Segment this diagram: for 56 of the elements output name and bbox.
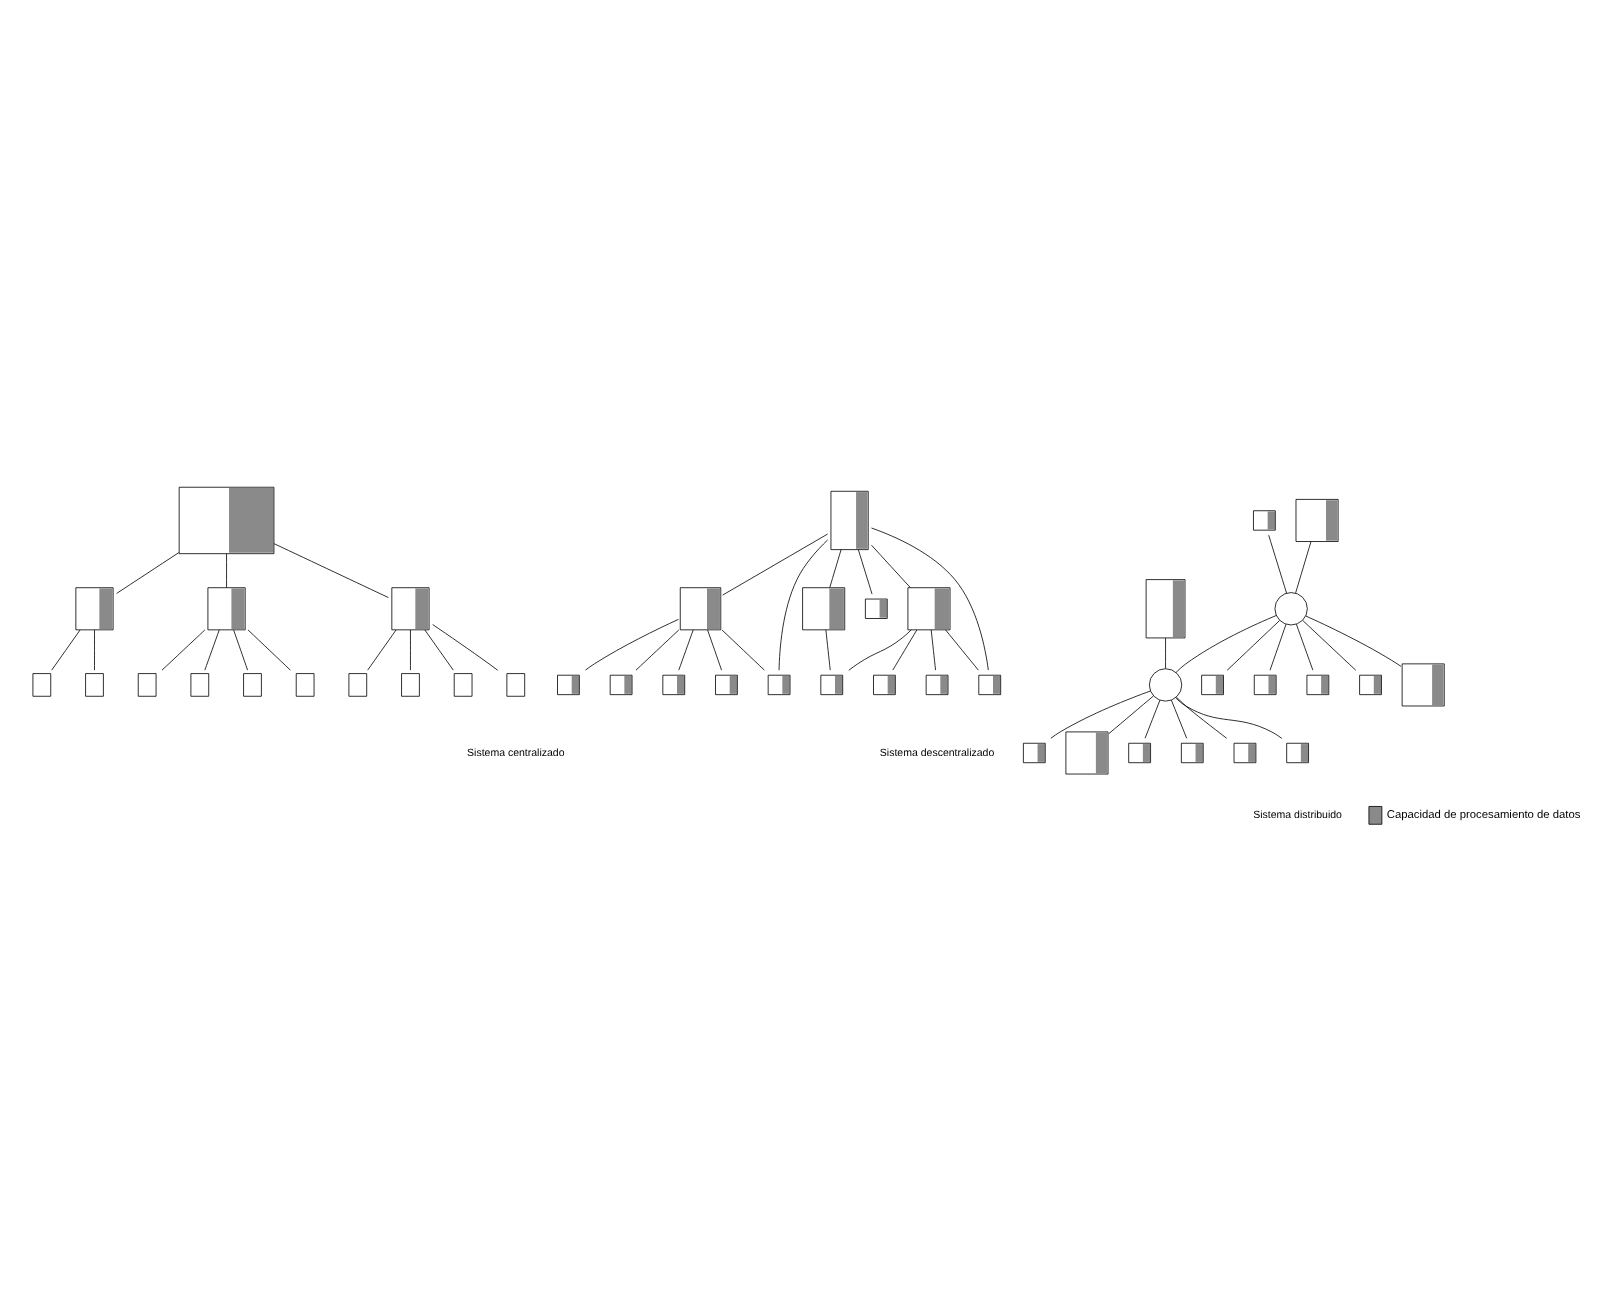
connector — [585, 617, 679, 670]
connector — [892, 628, 918, 670]
connector — [930, 628, 936, 670]
connector — [1170, 698, 1188, 738]
connector — [1305, 614, 1402, 666]
connector — [857, 548, 873, 594]
connector — [848, 628, 912, 670]
connector — [1295, 540, 1312, 593]
connector — [161, 628, 206, 670]
connector — [204, 628, 220, 670]
connector — [721, 628, 765, 670]
connector — [871, 526, 989, 670]
node-box — [453, 672, 473, 696]
connector — [778, 538, 829, 670]
connector — [1176, 695, 1228, 738]
connector — [51, 628, 81, 670]
node-box — [506, 672, 526, 696]
connector — [367, 628, 397, 670]
node-box — [190, 672, 210, 696]
connector — [1175, 614, 1277, 672]
connector — [722, 532, 828, 595]
connector — [1050, 689, 1151, 738]
connector — [432, 623, 499, 670]
connector — [1226, 619, 1280, 670]
node-circle — [1148, 667, 1183, 701]
connector — [1296, 622, 1314, 670]
connector — [871, 543, 911, 588]
connector — [1108, 694, 1154, 733]
connector — [273, 542, 389, 597]
connector — [233, 628, 249, 670]
node-box — [85, 672, 104, 696]
connector — [635, 628, 680, 670]
connector — [707, 628, 722, 670]
connector — [1175, 696, 1283, 738]
connector — [1302, 619, 1357, 670]
connector — [825, 628, 831, 670]
connector — [410, 628, 411, 670]
node-box — [32, 672, 52, 696]
connector — [1268, 533, 1287, 593]
node-box — [348, 672, 368, 696]
node-box — [243, 672, 262, 696]
connector — [247, 628, 291, 670]
connector — [1144, 698, 1161, 738]
connector — [1269, 622, 1287, 670]
connector — [424, 628, 454, 670]
connector — [1165, 636, 1166, 668]
node-box — [401, 672, 420, 696]
connector — [829, 548, 842, 587]
connector — [116, 551, 180, 593]
node-box — [137, 672, 157, 696]
connector — [678, 628, 694, 670]
node-box — [295, 672, 315, 696]
connector — [94, 628, 95, 670]
node-circle — [1274, 591, 1308, 625]
connector — [945, 628, 979, 670]
connector — [226, 552, 227, 587]
